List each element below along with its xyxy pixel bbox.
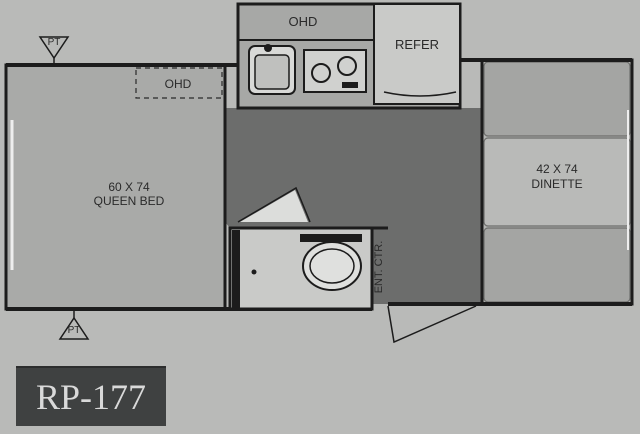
entry-door-swing <box>387 305 477 344</box>
burner-right <box>337 56 357 76</box>
bed-size-label: 60 X 74 <box>108 180 150 194</box>
burner-left <box>311 63 331 83</box>
model-badge: RP-177 <box>16 366 166 426</box>
pt-top-label: PT <box>47 37 61 48</box>
dinette-seat-top <box>483 61 631 137</box>
bed-ohd-label: OHD <box>164 77 192 91</box>
bath-door-swing <box>237 186 311 223</box>
pt-marker-top-icon <box>38 36 70 60</box>
faucet <box>264 44 272 52</box>
toilet-seat <box>309 248 355 284</box>
model-name: RP-177 <box>35 377 147 417</box>
bed-ohd-cabinet <box>135 67 223 99</box>
bath-door-fill <box>240 190 308 222</box>
dinette-table <box>483 137 631 227</box>
refer-label: REFER <box>394 37 440 52</box>
shower-wall <box>232 230 240 308</box>
pt-bottom-label: PT <box>67 325 81 336</box>
stovetop <box>303 49 367 93</box>
dinette-name-label: DINETTE <box>531 177 583 191</box>
floor-area <box>225 108 482 304</box>
entry-center-label: ENT. CTR. <box>373 240 385 294</box>
refrigerator-door-swing <box>383 91 457 97</box>
toilet-tank <box>300 234 362 242</box>
pt-marker-bottom-icon <box>58 316 90 340</box>
bed-area <box>4 63 227 311</box>
outer-wall-top <box>6 58 632 67</box>
bed-name-label: QUEEN BED <box>93 194 165 208</box>
dinette-size-label: 42 X 74 <box>536 162 578 176</box>
dinette-seat-bottom <box>483 227 631 303</box>
refrigerator <box>373 3 461 105</box>
sink-basin <box>254 54 290 90</box>
stove-controls <box>342 82 358 88</box>
kitchen-ohd-label: OHD <box>288 14 318 29</box>
shower-drain <box>251 269 257 275</box>
